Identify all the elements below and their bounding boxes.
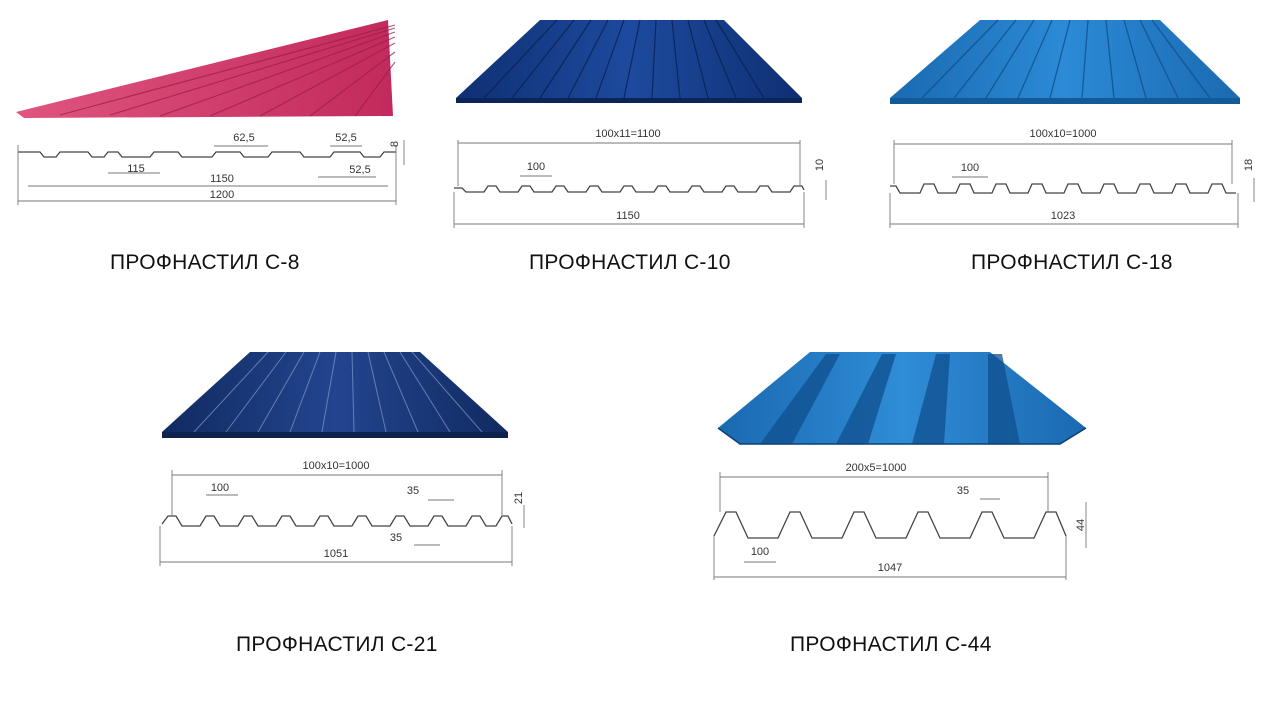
product-c10: 100x11=1100 100 1150 10 ПРОФНАСТИЛ С-10 xyxy=(440,0,840,300)
c44-dim-height: 44 xyxy=(1075,519,1087,531)
c44-sheet-edge xyxy=(717,427,1087,445)
c8-profile xyxy=(18,151,396,158)
c21-caption: ПРОФНАСТИЛ С-21 xyxy=(236,633,438,656)
c21-dim-pitch: 100 xyxy=(211,482,229,494)
c10-profile xyxy=(454,185,805,193)
c10-dimensions: 100x11=1100 100 1150 10 xyxy=(453,128,827,228)
c10-diagram: 100x11=1100 100 1150 10 xyxy=(453,19,827,228)
c8-dim-total: 1200 xyxy=(210,189,234,201)
c44-dim-total: 1047 xyxy=(878,562,902,574)
c18-dim-height: 18 xyxy=(1243,159,1255,171)
product-c18: 100x10=1000 100 1023 18 ПРОФНАСТИЛ С-18 xyxy=(870,0,1270,300)
c8-caption: ПРОФНАСТИЛ С-8 xyxy=(110,251,300,274)
c44-dim-working: 200x5=1000 xyxy=(846,462,907,474)
c44-dim-rib-top: 35 xyxy=(957,485,969,497)
c21-dim-rib-top: 35 xyxy=(407,485,419,497)
c18-ribs xyxy=(921,19,1211,99)
c44-profile xyxy=(713,511,1067,539)
c21-ribs xyxy=(193,351,483,433)
c10-dim-height: 10 xyxy=(814,159,826,171)
c18-sheet-edge xyxy=(890,98,1240,104)
c21-dimensions: 100x10=1000 100 35 35 1051 21 xyxy=(159,460,525,566)
c21-dim-working: 100x10=1000 xyxy=(303,460,370,472)
c18-dimensions: 100x10=1000 100 1023 18 xyxy=(889,128,1255,228)
c21-dim-rib-bottom: 35 xyxy=(390,532,402,544)
c18-caption: ПРОФНАСТИЛ С-18 xyxy=(971,251,1173,274)
product-c44: 200x5=1000 35 100 1047 44 ПРОФНАСТИЛ С-4… xyxy=(700,340,1120,670)
c8-diagram: 62,5 52,5 52,5 115 1150 1200 8 xyxy=(16,20,405,205)
c8-dim-height: 8 xyxy=(389,141,401,147)
c8-dim-rib: 115 xyxy=(127,163,145,175)
c10-caption: ПРОФНАСТИЛ С-10 xyxy=(529,251,731,274)
c10-ribs xyxy=(483,19,765,99)
c21-dim-total: 1051 xyxy=(324,548,348,560)
c10-sheet-image xyxy=(456,20,802,98)
c10-sheet-edge xyxy=(456,98,802,103)
c44-ribs xyxy=(760,354,1020,444)
c8-dim-pitch-bottom: 52,5 xyxy=(349,164,370,176)
c44-dim-pitch: 100 xyxy=(751,546,769,558)
c18-profile xyxy=(890,183,1236,194)
c18-sheet-image xyxy=(890,20,1240,98)
c21-sheet-edge xyxy=(162,432,508,438)
c10-dim-total: 1150 xyxy=(616,210,640,222)
c8-dim-pitch-top: 62,5 xyxy=(233,132,254,144)
c18-dim-total: 1023 xyxy=(1051,210,1075,222)
c44-diagram: 200x5=1000 35 100 1047 44 xyxy=(713,352,1087,580)
product-c21: 100x10=1000 100 35 35 1051 21 ПРОФНАСТИЛ… xyxy=(150,340,550,670)
c18-dim-pitch: 100 xyxy=(961,162,979,174)
c21-diagram: 100x10=1000 100 35 35 1051 21 xyxy=(159,351,525,566)
c8-dim-working: 1150 xyxy=(210,173,234,185)
product-c8: 62,5 52,5 52,5 115 1150 1200 8 ПРОФНАСТИ… xyxy=(0,0,420,300)
c21-sheet-image xyxy=(162,352,508,432)
c18-dim-working: 100x10=1000 xyxy=(1030,128,1097,140)
c18-diagram: 100x10=1000 100 1023 18 xyxy=(889,19,1255,228)
c44-dimensions: 200x5=1000 35 100 1047 44 xyxy=(713,462,1087,580)
c8-ribs xyxy=(59,24,396,117)
c8-sheet-image xyxy=(16,20,393,118)
c44-caption: ПРОФНАСТИЛ С-44 xyxy=(790,633,992,656)
c8-dim-pitch-mid: 52,5 xyxy=(335,132,356,144)
c10-dim-working: 100x11=1100 xyxy=(595,128,660,140)
c21-profile xyxy=(161,515,513,527)
c8-dimensions: 62,5 52,5 52,5 115 1150 1200 8 xyxy=(17,132,405,205)
c21-dim-height: 21 xyxy=(513,492,525,504)
c10-dim-pitch: 100 xyxy=(527,161,545,173)
